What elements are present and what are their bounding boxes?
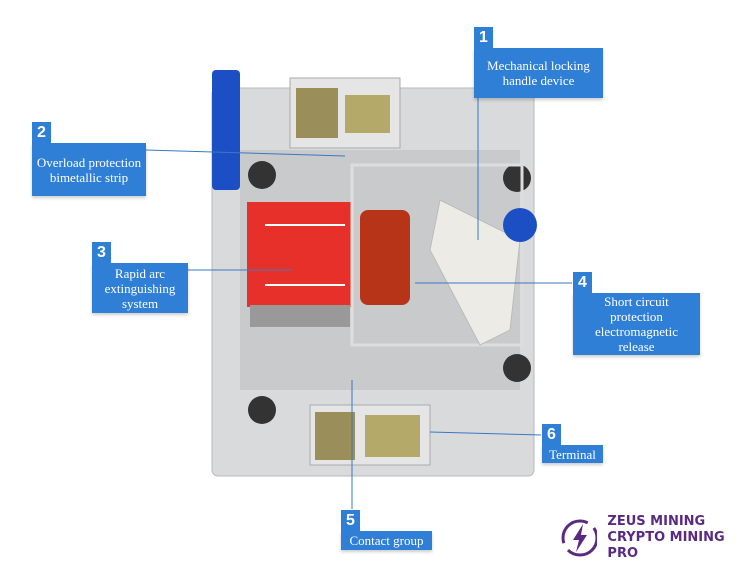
label-text: Contact group	[349, 533, 424, 548]
label-text: Rapid arc extinguishing system	[104, 265, 176, 311]
label-number: 2	[31, 121, 52, 143]
label-number: 6	[541, 423, 562, 445]
label-terminal: 6 Terminal	[541, 423, 603, 463]
label-text: Short circuit protection electromagnetic…	[594, 294, 678, 354]
label-number: 5	[340, 509, 361, 531]
label-text: Overload protection bimetallic strip	[36, 154, 142, 185]
label-number: 1	[473, 26, 494, 48]
label-number: 3	[91, 241, 112, 263]
label-electromagnetic-release: 4 Short circuit protection electromagnet…	[572, 271, 700, 355]
label-text: Mechanical locking handle device	[487, 58, 590, 88]
label-mechanical-locking-handle: 1 Mechanical locking handle device	[473, 26, 603, 98]
label-text: Terminal	[549, 446, 596, 462]
label-number: 4	[572, 271, 593, 293]
logo-line2: CRYPTO MINING PRO	[607, 530, 725, 561]
label-contact-group: 5 Contact group	[340, 509, 432, 550]
lightning-bolt-icon	[561, 519, 598, 557]
logo-line1: ZEUS MINING	[607, 514, 706, 529]
label-arc-extinguishing: 3 Rapid arc extinguishing system	[91, 241, 188, 313]
label-overload-bimetallic-strip: 2 Overload protection bimetallic strip	[31, 121, 146, 196]
zeus-mining-logo: ZEUS MINING CRYPTO MINING PRO	[560, 514, 750, 562]
